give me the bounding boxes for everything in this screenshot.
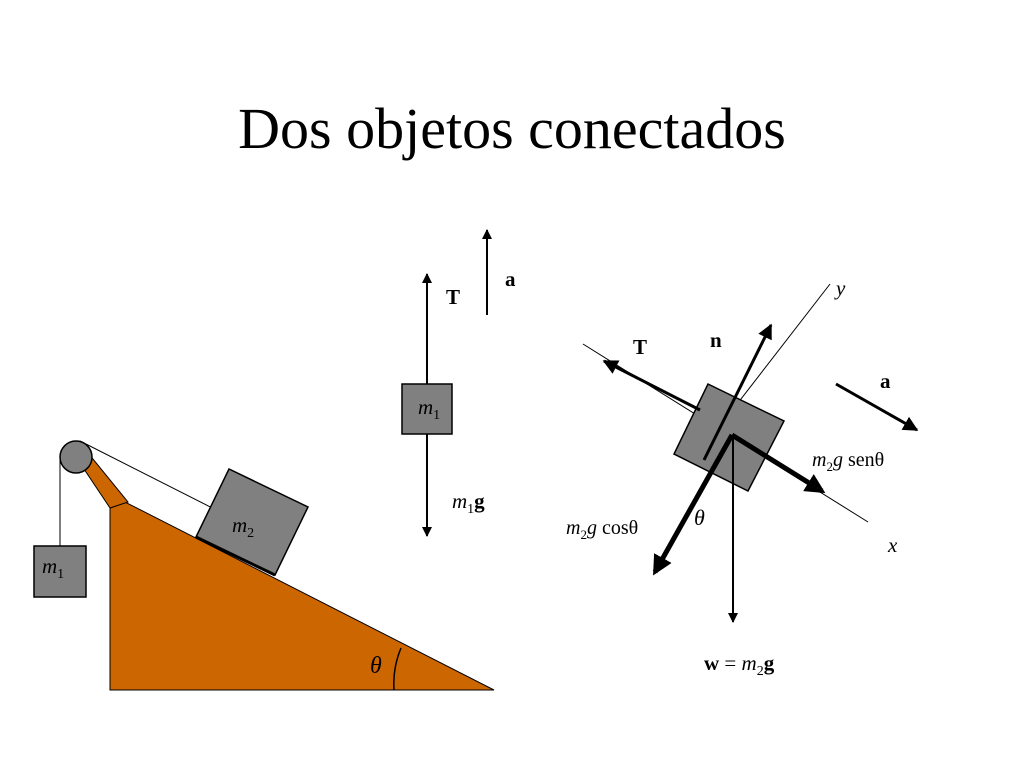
parallel-component-arrow bbox=[730, 432, 826, 494]
incline-angle-label: θ bbox=[370, 653, 382, 679]
parallel-component-label: m2g senθ bbox=[812, 449, 884, 474]
y-axis-label: y bbox=[834, 276, 846, 300]
incline-scene: m1 m2 θ bbox=[33, 440, 495, 691]
x-axis-label: x bbox=[887, 533, 898, 557]
hanging-block-label: m1 bbox=[42, 554, 64, 582]
fbd-angle-label: θ bbox=[694, 505, 705, 530]
incline-angle-arc bbox=[393, 647, 402, 691]
normal-label: n bbox=[710, 328, 722, 352]
accel-label-m2: a bbox=[880, 369, 891, 393]
slide-title: Dos objetos conectados bbox=[238, 96, 786, 161]
fbd-m1: T a m1 m1g bbox=[401, 229, 516, 537]
tension-arrow-m2 bbox=[602, 359, 701, 412]
incline-ramp bbox=[109, 501, 495, 691]
perp-component-arrow bbox=[652, 433, 735, 576]
accel-arrow-m2 bbox=[835, 382, 919, 432]
hanging-block-m1 bbox=[33, 545, 87, 598]
fbd-m2: y x T n a m2g senθ m2g cosθ θ w = m2g bbox=[566, 276, 919, 679]
block-m1-fbd-label: m1 bbox=[418, 395, 440, 423]
weight-label-m2: w = m2g bbox=[704, 651, 775, 679]
pulley-wheel bbox=[59, 440, 93, 474]
ramp-block-label: m2 bbox=[232, 513, 254, 541]
ramp-surface-contact bbox=[195, 535, 276, 577]
normal-arrow bbox=[702, 323, 773, 461]
tension-label-m1: T bbox=[446, 285, 460, 309]
tension-label-m2: T bbox=[633, 335, 647, 359]
perp-component-label: m2g cosθ bbox=[566, 517, 638, 542]
weight-label-m1: m1g bbox=[452, 489, 485, 517]
accel-label-m1: a bbox=[505, 267, 516, 291]
